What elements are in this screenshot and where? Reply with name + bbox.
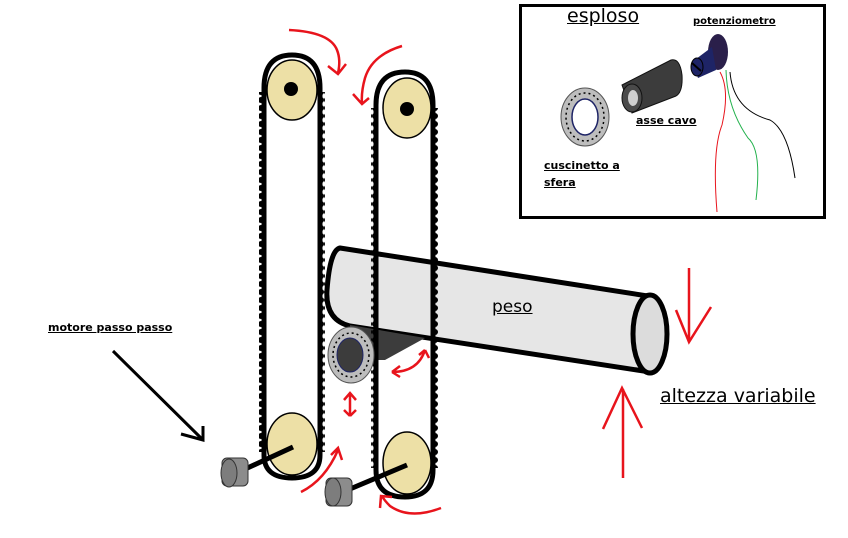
weight-cylinder (324, 245, 670, 376)
wire-black (729, 71, 796, 179)
arrow-rotation-curved (391, 349, 431, 379)
bearing-assembled (327, 326, 375, 384)
left-belt-teeth-left (259, 92, 265, 452)
label-ball-bearing: cuscinetto a sfera (544, 159, 620, 189)
arrow-height-up (601, 385, 644, 478)
label-weight: peso (492, 297, 533, 317)
wire-green (725, 69, 759, 201)
motor-pointer-arrow (111, 349, 205, 442)
label-potentiometer: potenziometro (693, 16, 776, 27)
arrow-top-left (288, 28, 347, 76)
stepper-motor-right (324, 462, 408, 507)
right-belt-assembly (371, 69, 438, 500)
stepper-motor-left (220, 444, 295, 488)
arrow-vertical-double (343, 391, 357, 417)
wire-red (714, 71, 726, 213)
arrow-height-down (674, 268, 713, 345)
label-stepper-motor: motore passo passo (48, 321, 173, 334)
left-belt-teeth-right (319, 92, 325, 452)
inset-hollow-shaft (621, 59, 683, 114)
inset-title: esploso (567, 5, 640, 27)
arrow-bottom-right (378, 494, 442, 515)
arrow-bottom-left (300, 445, 344, 494)
left-top-pulley-hub (284, 82, 298, 96)
right-bottom-pulley (382, 431, 432, 495)
rotation-arrows (288, 28, 713, 515)
left-bottom-pulley (266, 412, 318, 476)
label-hollow-shaft: asse cavo (636, 114, 697, 127)
inset-potentiometer (690, 34, 796, 213)
arrow-top-right (352, 44, 403, 106)
inset-bearing (560, 87, 610, 147)
exploded-view-inset (519, 4, 826, 219)
left-belt-assembly (259, 52, 325, 481)
right-top-pulley-hub (400, 102, 414, 116)
label-variable-height: altezza variabile (660, 385, 816, 407)
